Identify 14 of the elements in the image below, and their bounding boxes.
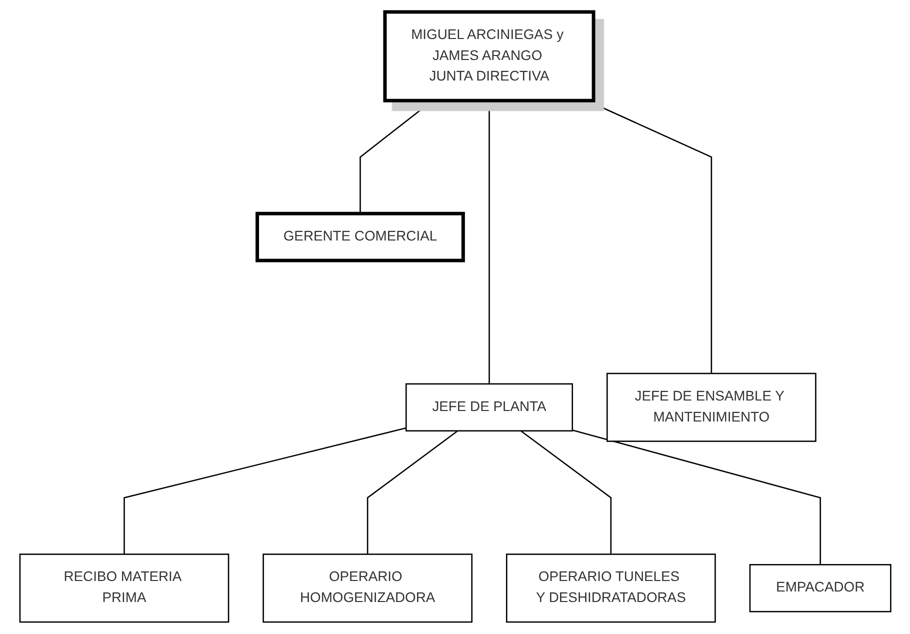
connector: [520, 430, 612, 554]
node-box: OPERARIO TUNELES Y DESHIDRATADORAS: [506, 554, 716, 623]
node-box: MIGUEL ARCINIEGAS y JAMES ARANGO JUNTA DIRECTIVA: [382, 10, 595, 102]
node-box: RECIBO MATERIA PRIMA: [18, 554, 229, 623]
connector: [488, 100, 490, 384]
node-box: EMPACADOR: [748, 564, 892, 612]
connector: [123, 427, 406, 554]
connector: [366, 430, 458, 554]
connector: [359, 100, 433, 214]
node-box: GERENTE COMERCIAL: [255, 212, 465, 262]
node-box: JEFE DE PLANTA: [405, 383, 573, 432]
node-box: OPERARIO HOMOGENIZADORA: [262, 554, 472, 623]
node-box: JEFE DE ENSAMBLE Y MANTENIMIENTO: [606, 372, 816, 442]
connector: [572, 429, 821, 565]
